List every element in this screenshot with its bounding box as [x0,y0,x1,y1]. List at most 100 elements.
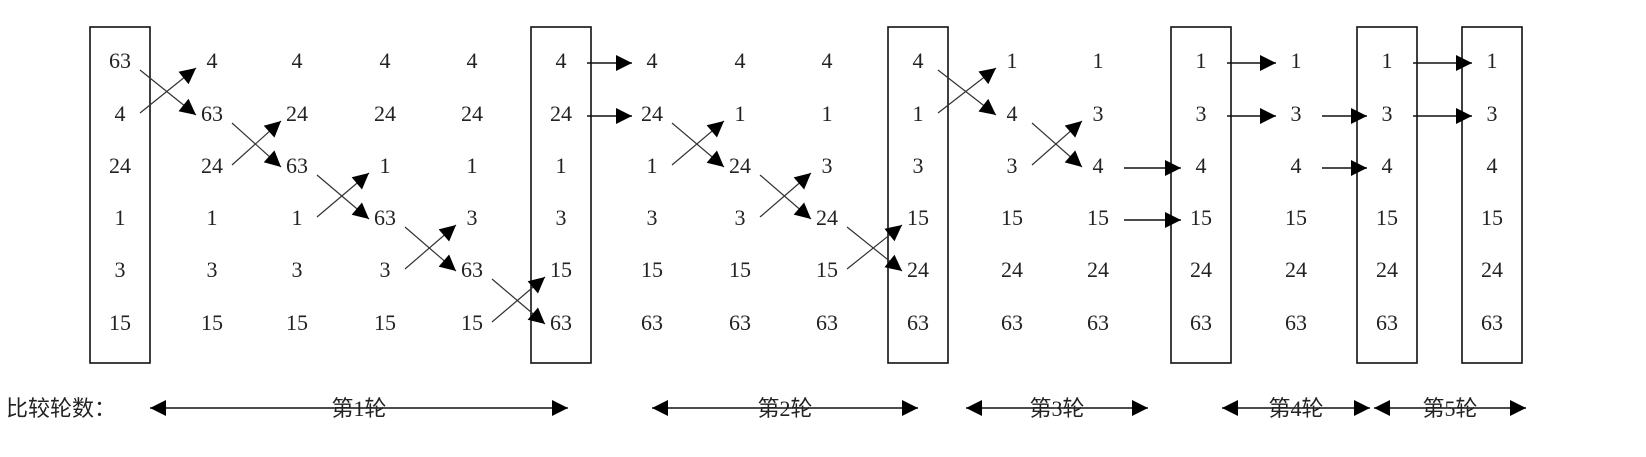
array-value: 4 [1093,153,1104,178]
array-value: 63 [907,310,929,335]
array-value: 15 [1285,205,1307,230]
round-label: 第3轮 [1029,396,1084,421]
array-value: 4 [647,48,658,73]
array-value: 3 [292,257,303,282]
array-value: 24 [1376,257,1398,282]
array-value: 15 [816,257,838,282]
array-value: 3 [822,153,833,178]
array-value: 4 [1487,153,1498,178]
round-label: 第4轮 [1268,396,1323,421]
array-value: 63 [729,310,751,335]
array-value: 3 [1291,101,1302,126]
array-value: 63 [550,310,572,335]
array-value: 3 [913,153,924,178]
array-value: 1 [556,153,567,178]
snapshot-box [1170,26,1232,364]
array-value: 3 [556,205,567,230]
array-value: 24 [201,153,223,178]
array-value: 4 [115,101,126,126]
axis-label: 比较轮数： [6,396,116,421]
array-value: 1 [380,153,391,178]
array-value: 63 [1190,310,1212,335]
swap-arrows [1031,120,1083,168]
snapshot-box [530,26,592,364]
swap-arrows [671,120,725,168]
array-value: 24 [550,101,572,126]
array-value: 3 [207,257,218,282]
array-value: 15 [907,205,929,230]
array-value: 1 [292,205,303,230]
round-span: 第3轮 [966,396,1148,421]
array-value: 1 [467,153,478,178]
array-value: 15 [1087,205,1109,230]
array-value: 1 [115,205,126,230]
array-value: 15 [641,257,663,282]
array-value: 63 [109,48,131,73]
snapshot-box [89,26,151,364]
snapshot-box [1356,26,1418,364]
array-value: 1 [822,101,833,126]
array-value: 15 [1001,205,1023,230]
array-value: 1 [647,153,658,178]
array-value: 4 [556,48,567,73]
round-span: 第2轮 [652,396,918,421]
array-value: 24 [1001,257,1023,282]
array-value: 4 [207,48,218,73]
array-value: 3 [735,205,746,230]
array-value: 24 [374,101,396,126]
array-value: 1 [1291,48,1302,73]
array-value: 63 [816,310,838,335]
array-value: 15 [1481,205,1503,230]
array-value: 3 [467,205,478,230]
swap-arrows [937,67,997,116]
array-value: 15 [550,257,572,282]
round-label: 第2轮 [757,396,812,421]
array-value: 1 [1007,48,1018,73]
array-value: 1 [735,101,746,126]
array-value: 1 [1196,48,1207,73]
array-value: 4 [1291,153,1302,178]
swap-arrows [316,172,370,220]
array-value: 63 [286,153,308,178]
array-value: 63 [1376,310,1398,335]
array-value: 24 [1285,257,1307,282]
array-value: 4 [735,48,746,73]
array-value: 15 [729,257,751,282]
array-value: 63 [1087,310,1109,335]
swap-arrows [139,67,197,116]
array-value: 15 [286,310,308,335]
array-value: 24 [907,257,929,282]
array-value: 63 [1285,310,1307,335]
array-value: 3 [1196,101,1207,126]
array-value: 24 [461,101,483,126]
array-value: 63 [1001,310,1023,335]
array-value: 24 [641,101,663,126]
array-value: 3 [647,205,658,230]
array-value: 24 [729,153,751,178]
array-value: 3 [1093,101,1104,126]
array-value: 24 [286,101,308,126]
array-value: 15 [109,310,131,335]
swap-arrows [491,276,546,325]
array-value: 3 [1382,101,1393,126]
round-label: 第1轮 [331,396,386,421]
array-value: 24 [1481,257,1503,282]
array-value: 3 [115,257,126,282]
array-value: 15 [374,310,396,335]
array-value: 24 [109,153,131,178]
array-value: 15 [1190,205,1212,230]
array-value: 24 [816,205,838,230]
swap-arrows [231,120,282,168]
round-span: 第5轮 [1374,396,1526,421]
array-value: 4 [380,48,391,73]
array-value: 4 [292,48,303,73]
array-value: 1 [1093,48,1104,73]
array-value: 1 [1382,48,1393,73]
array-value: 63 [201,101,223,126]
array-value: 4 [467,48,478,73]
array-value: 63 [641,310,663,335]
array-value: 1 [207,205,218,230]
array-value: 3 [1487,101,1498,126]
array-value: 1 [1487,48,1498,73]
